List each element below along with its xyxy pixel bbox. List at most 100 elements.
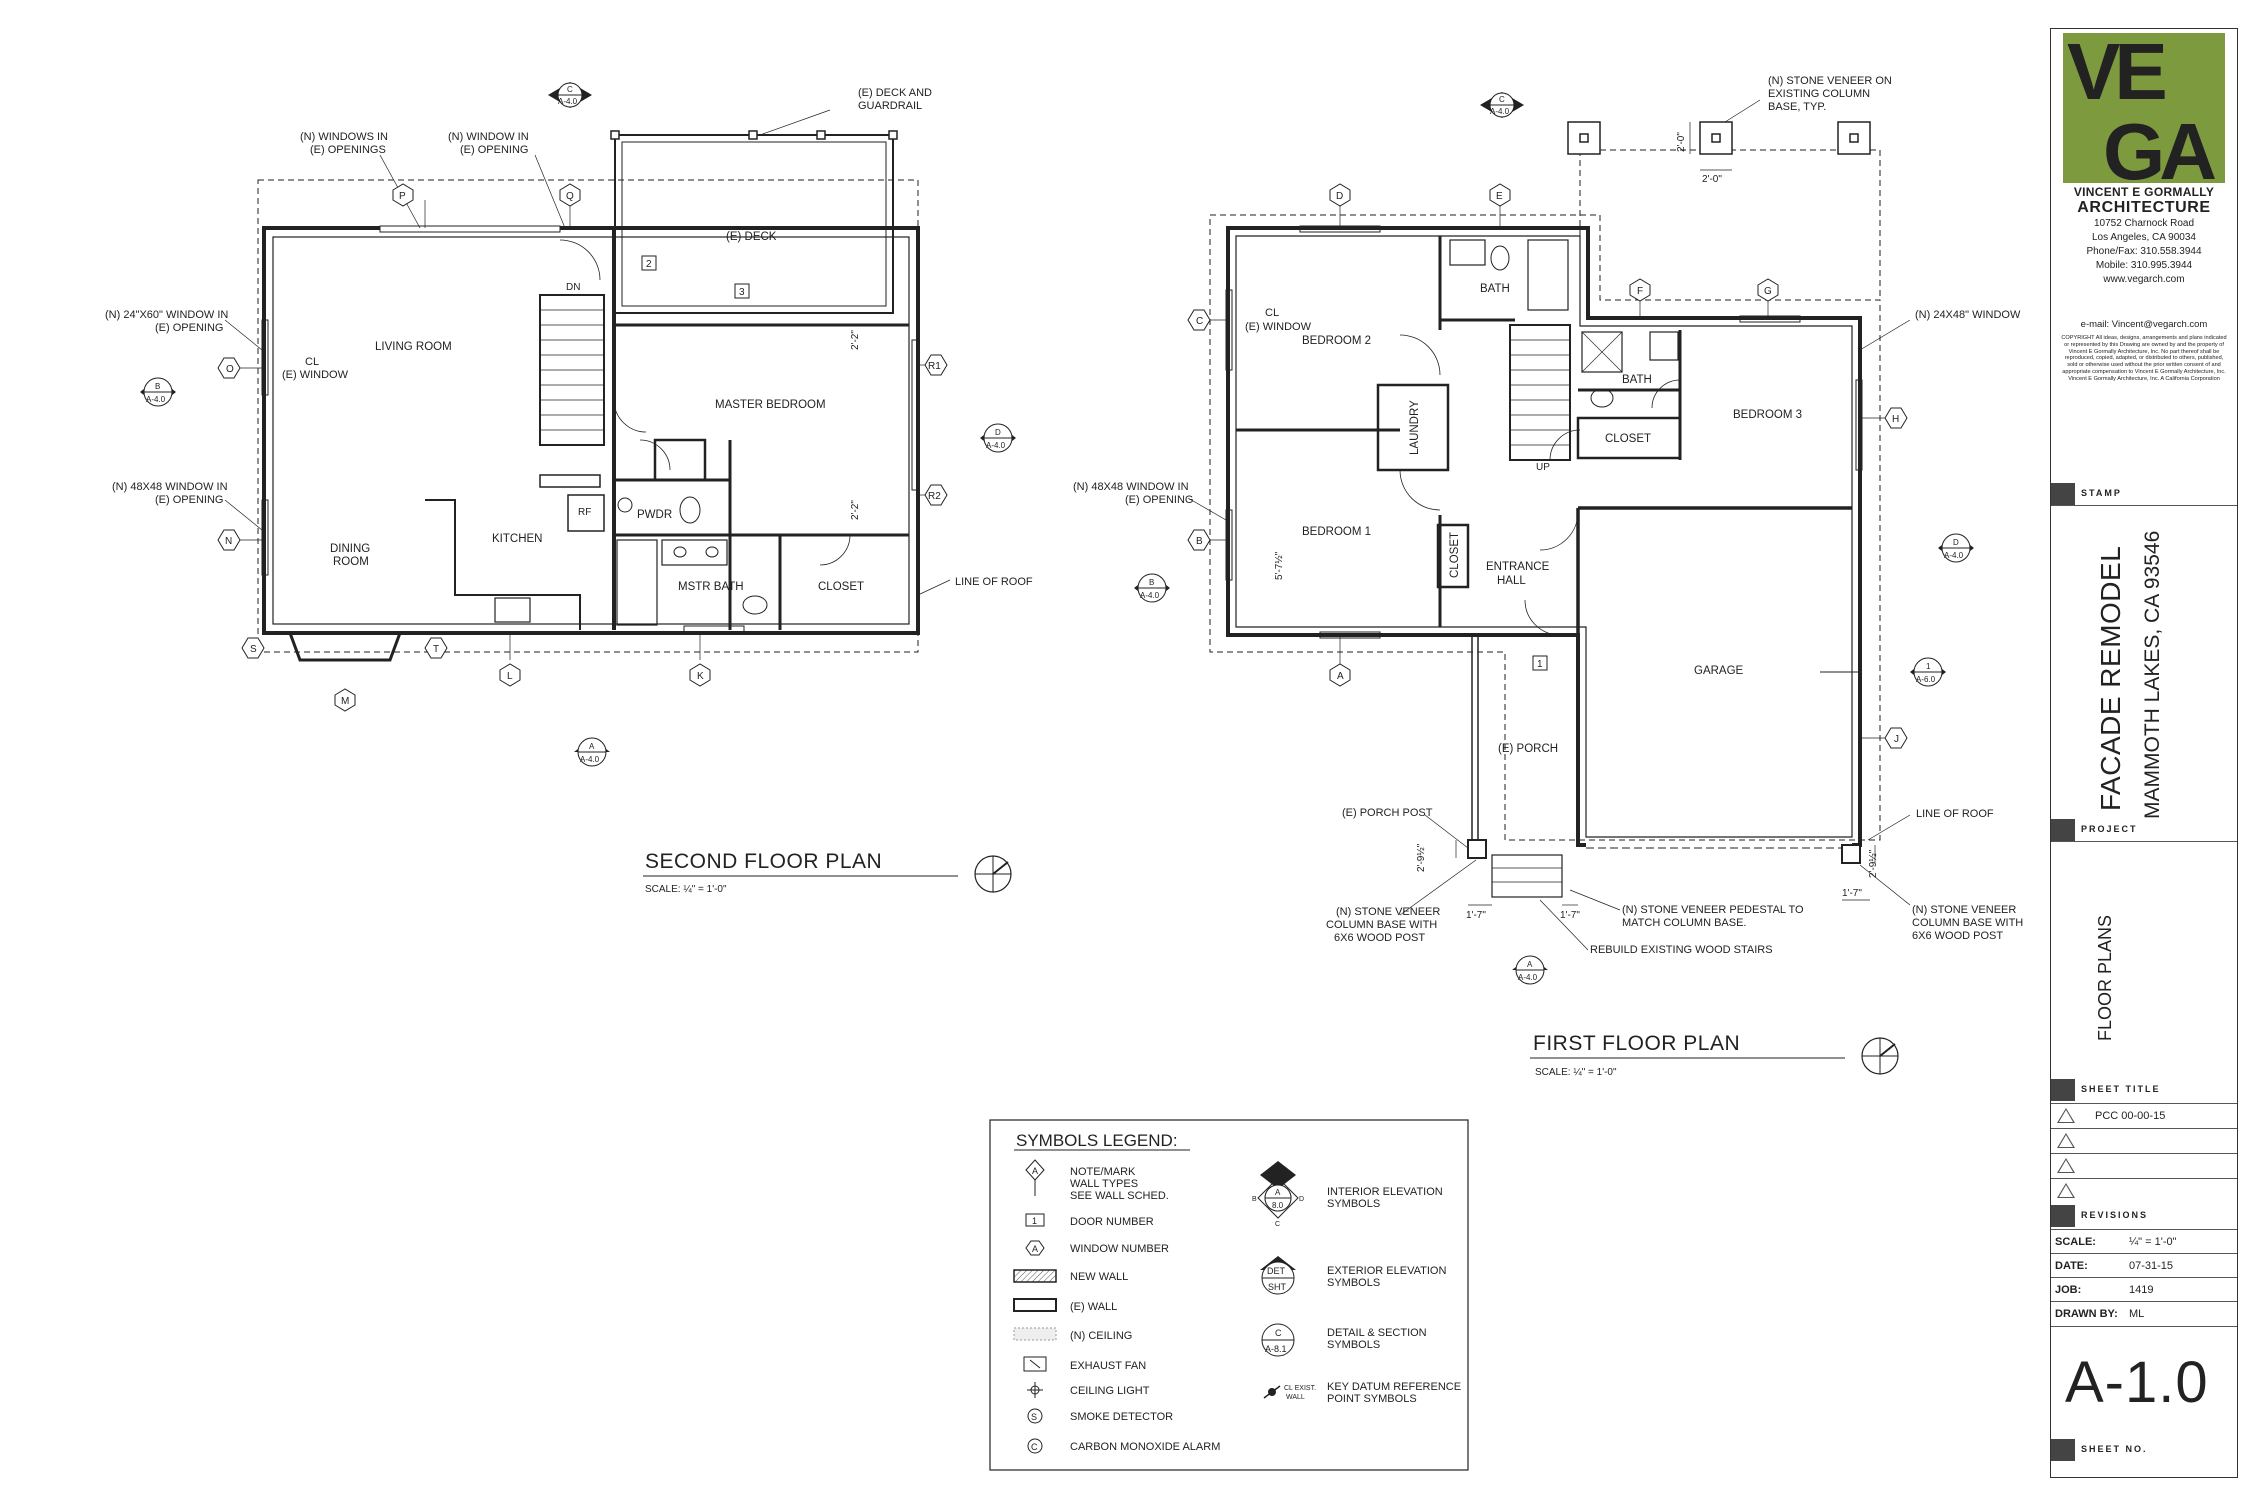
legend-note-mark: A NOTE/MARK WALL TYPES SEE WALL SCHED. xyxy=(1025,1159,1169,1202)
north-arrow xyxy=(1861,1037,1899,1075)
phone: Phone/Fax: 310.558.3944 xyxy=(2086,246,2202,257)
first-floor-scale: SCALE: ¼" = 1'-0" xyxy=(1535,1066,1617,1078)
second-floor-plan xyxy=(224,109,951,662)
firm-name: VINCENT E GORMALLY xyxy=(2073,185,2215,199)
cl-window: (E) WINDOW xyxy=(282,369,349,381)
door-swing xyxy=(1549,429,1581,461)
website[interactable]: www.vegarch.com xyxy=(2103,274,2185,285)
door-swing xyxy=(639,439,671,471)
note-w48-2: (E) OPENING xyxy=(1125,494,1193,506)
grid-tag-f: F xyxy=(1629,278,1651,302)
note-window-2: (E) OPENING xyxy=(460,144,528,156)
sink xyxy=(617,497,633,513)
sink xyxy=(1649,331,1679,361)
grid-tag-g: G xyxy=(1757,278,1779,302)
legend-detail-section: C A-8.1 DETAIL & SECTION SYMBOLS xyxy=(1261,1323,1427,1357)
first-floor-title: FIRST FLOOR PLAN xyxy=(1533,1032,1740,1055)
svg-text:A-4.0: A-4.0 xyxy=(580,755,600,764)
bay-window xyxy=(288,632,402,662)
section-marker-c: CA-4.0 xyxy=(548,82,592,108)
sheet-title-bar: SHEET TITLE xyxy=(2051,1079,2237,1101)
dim: 1'-7" xyxy=(1560,910,1580,921)
tub xyxy=(1527,239,1569,311)
exterior-wall xyxy=(262,226,920,635)
svg-text:NEW WALL: NEW WALL xyxy=(1070,1271,1128,1283)
svg-text:3: 3 xyxy=(739,287,745,298)
svg-text:DETAIL & SECTION: DETAIL & SECTION xyxy=(1327,1327,1427,1339)
toilet xyxy=(679,496,701,524)
vanity xyxy=(1449,239,1486,266)
porch-post xyxy=(1467,839,1487,859)
toilet xyxy=(1590,388,1614,408)
porch-post xyxy=(1841,844,1861,864)
grid-tag-c: C xyxy=(1187,309,1211,331)
exterior-wall-inner xyxy=(272,236,910,625)
project-name: FACADE REMODEL xyxy=(2095,545,2126,811)
dn-label: DN xyxy=(566,282,580,293)
svg-text:S: S xyxy=(1031,1412,1037,1422)
door-tag-1: 1 xyxy=(1532,655,1548,671)
room-kitchen: KITCHEN xyxy=(492,533,542,545)
door-swing xyxy=(559,239,601,281)
svg-text:A-4.0: A-4.0 xyxy=(146,395,166,404)
note-col-left: (N) STONE VENEER xyxy=(1336,906,1440,918)
svg-text:8.0: 8.0 xyxy=(1272,1201,1284,1210)
legend-e-wall: (E) WALL xyxy=(1013,1298,1117,1313)
svg-text:POINT SYMBOLS: POINT SYMBOLS xyxy=(1327,1393,1417,1405)
info-scale: SCALE:¼" = 1'-0" xyxy=(2051,1229,2237,1254)
title-block: VE GA VINCENT E GORMALLY ARCHITECTURE 10… xyxy=(2050,28,2238,1478)
grid-tag-r2: R2 xyxy=(924,484,948,506)
svg-text:A: A xyxy=(1527,960,1533,969)
room-dining: DINING xyxy=(330,543,370,555)
grid-tag-b: B xyxy=(1187,529,1211,551)
mobile: Mobile: 310.995.3944 xyxy=(2095,260,2193,271)
svg-text:NOTE/MARK: NOTE/MARK xyxy=(1070,1166,1136,1178)
svg-text:C: C xyxy=(1031,1442,1038,1452)
dim: 2'-2" xyxy=(850,500,861,520)
revision-row xyxy=(2051,1128,2237,1154)
svg-text:K: K xyxy=(697,671,704,682)
svg-text:EXHAUST FAN: EXHAUST FAN xyxy=(1070,1360,1146,1372)
grid-tag-h: H xyxy=(1884,407,1908,429)
svg-text:C: C xyxy=(1275,1221,1280,1228)
email[interactable]: e-mail: Vincent@vegarch.com xyxy=(2080,319,2208,330)
room-entry2: HALL xyxy=(1497,575,1526,587)
legend-exterior-elevation: DET SHT EXTERIOR ELEVATION SYMBOLS xyxy=(1260,1256,1446,1295)
note-w48: (N) 48X48 WINDOW IN xyxy=(1073,481,1189,493)
firm-info: VINCENT E GORMALLY ARCHITECTURE 10752 Ch… xyxy=(2051,185,2237,287)
svg-text:R2: R2 xyxy=(928,491,941,502)
svg-text:DET: DET xyxy=(1267,1266,1286,1276)
door-tag-3: 3 xyxy=(734,283,750,299)
svg-text:A-4.0: A-4.0 xyxy=(1490,107,1510,116)
closet-wall xyxy=(1576,416,1682,460)
grid-tag-d: D xyxy=(1329,183,1351,207)
svg-text:L: L xyxy=(507,671,513,682)
grid-tag-r1: R1 xyxy=(924,354,948,376)
deck xyxy=(614,134,894,314)
legend-ceiling: (N) CEILING xyxy=(1013,1327,1132,1342)
svg-text:B: B xyxy=(1149,578,1154,587)
svg-text:SYMBOLS: SYMBOLS xyxy=(1327,1339,1380,1351)
note-stairs: REBUILD EXISTING WOOD STAIRS xyxy=(1590,944,1773,956)
section-marker-1: 1A-6.0 xyxy=(1910,657,1946,687)
note-deck: (E) DECK AND xyxy=(858,87,932,99)
svg-text:T: T xyxy=(433,644,439,655)
room-dining-2: ROOM xyxy=(333,556,369,568)
cl-window: (E) WINDOW xyxy=(1245,321,1312,333)
stair-treads xyxy=(540,309,604,431)
note-col-left-2: COLUMN BASE WITH xyxy=(1326,919,1437,931)
svg-text:C: C xyxy=(1275,1328,1282,1338)
svg-text:A-4.0: A-4.0 xyxy=(558,97,578,106)
kitchen-sink xyxy=(494,597,531,623)
svg-text:B: B xyxy=(1196,536,1203,547)
svg-text:WINDOW NUMBER: WINDOW NUMBER xyxy=(1070,1243,1169,1255)
grid-tag-m: M xyxy=(334,688,356,712)
note-veneer-3: BASE, TYP. xyxy=(1768,101,1826,113)
grid-tag-s: S xyxy=(241,637,265,659)
leaders xyxy=(224,109,951,596)
svg-text:C: C xyxy=(1499,95,1505,104)
legend-key-datum: CL EXIST. WALL KEY DATUM REFERENCE POINT… xyxy=(1263,1381,1461,1405)
legend-title: SYMBOLS LEGEND: xyxy=(1016,1131,1178,1150)
dim: 2'-9½" xyxy=(1416,843,1427,872)
